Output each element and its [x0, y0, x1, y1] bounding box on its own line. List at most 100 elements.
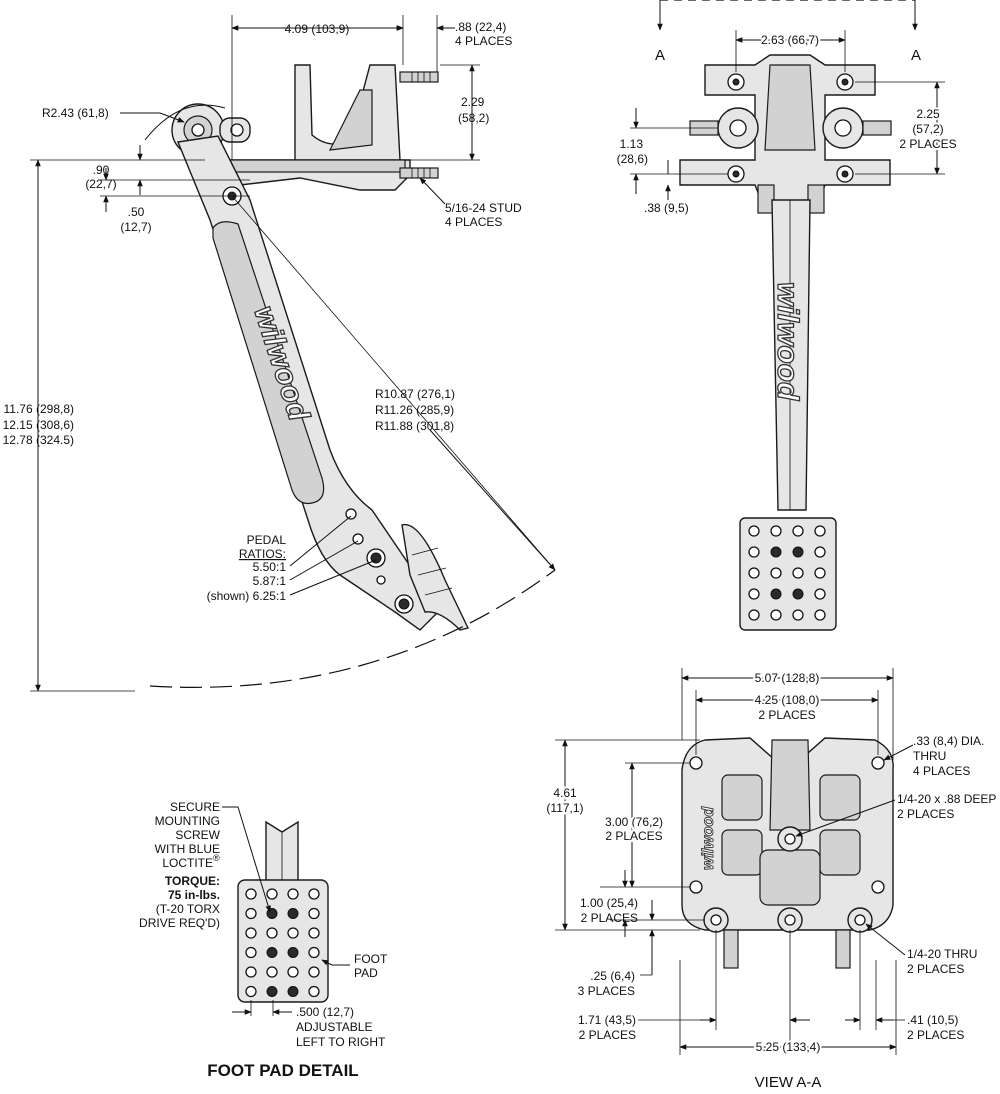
ratio-5-87: 5.87:1 — [253, 574, 287, 588]
front-pad-hole — [770, 609, 782, 621]
dim-height-2-29: 2.29 — [461, 95, 485, 109]
note-registered: ® — [213, 853, 220, 863]
front-pad-hole — [748, 546, 760, 558]
front-dimensions: 2.63 (66,7) 2.25 (57,2) 2 PLACES 1.13 (2… — [617, 30, 959, 215]
dim-height-2-29-mm: (58,2) — [458, 111, 489, 125]
thru-1: 1/4-20 THRU — [907, 947, 977, 961]
dim-offset-50-mm: (12,7) — [120, 220, 151, 234]
dim-arc-3: R11.88 (301,8) — [375, 419, 454, 433]
dim-left-1-13: 1.13 — [620, 137, 644, 151]
wilwood-logo-aa: wilwood — [700, 806, 717, 870]
dim-100: 1.00 (25,4) — [580, 896, 638, 910]
detail-pad-hole — [287, 888, 299, 900]
note-with-blue: WITH BLUE — [155, 842, 220, 856]
dim-vert-2-25-mm: (57,2) — [912, 122, 943, 136]
dim-radius-top: R2.43 (61,8) — [42, 106, 109, 120]
dim-bottom-width: 5.25 (133,4) — [756, 1040, 821, 1054]
adj-label-2: LEFT TO RIGHT — [296, 1035, 386, 1049]
section-marker: A A — [655, 0, 921, 64]
front-pad-hole — [792, 588, 804, 600]
ratio-6-25: (shown) 6.25:1 — [207, 589, 287, 603]
tap-2: 2 PLACES — [897, 807, 954, 821]
foot-pad-detail: SECURE MOUNTING SCREW WITH BLUE LOCTITE … — [139, 800, 388, 1080]
front-view: A A wilwood — [617, 0, 959, 631]
dim-041-qty: 2 PLACES — [907, 1028, 964, 1042]
dim-bottom-offset: .38 (9,5) — [644, 201, 689, 215]
dim-offset-50: .50 — [128, 205, 145, 219]
detail-pad-hole — [266, 986, 278, 997]
ratio-title-1: PEDAL — [247, 533, 287, 547]
dim-stud-spacing: .88 (22,4) — [455, 20, 506, 34]
front-pad-holes — [748, 525, 826, 621]
torque-tool-2: DRIVE REQ'D) — [139, 916, 220, 930]
view-aa: wilwood 5.07 (128,8) 4.25 (108,0) 2 PLAC… — [544, 668, 996, 1091]
detail-pad-hole — [266, 947, 278, 958]
front-foot-pad — [739, 517, 837, 631]
dim-overall-width: 5.07 (128,8) — [755, 671, 820, 685]
detail-pad-hole — [266, 966, 278, 978]
detail-pad-hole — [308, 907, 320, 920]
front-pad-hole — [748, 588, 760, 600]
dim-171-qty: 2 PLACES — [579, 1028, 636, 1042]
dim-100-qty: 2 PLACES — [581, 911, 638, 925]
stud-qty: 4 PLACES — [445, 215, 502, 229]
hole-dia-3: 4 PLACES — [913, 764, 970, 778]
detail-pad-hole — [287, 947, 299, 958]
detail-pad-hole — [266, 927, 278, 939]
detail-pad-hole — [287, 966, 299, 978]
front-pad-hole — [814, 546, 826, 558]
front-pad-hole — [770, 546, 782, 558]
adj-label-1: ADJUSTABLE — [296, 1020, 372, 1034]
dim-arc-1: R10.87 (276,1) — [375, 387, 455, 401]
front-pad-hole — [814, 609, 826, 621]
section-mark-left: A — [655, 47, 665, 64]
dim-length-2: 12.15 (308,6) — [3, 418, 74, 432]
dim-width-4-09: 4.09 (103,9) — [285, 22, 350, 36]
detail-pad-hole — [308, 888, 320, 900]
note-screw: SCREW — [175, 828, 220, 842]
dim-left-1-13-mm: (28,6) — [617, 152, 648, 166]
detail-pad-hole — [245, 907, 257, 920]
ratio-title-2: RATIOS: — [239, 547, 286, 561]
detail-pad-hole — [287, 908, 299, 919]
detail-pad-hole — [308, 985, 320, 998]
front-pad-hole — [748, 609, 760, 621]
section-mark-right: A — [911, 47, 921, 64]
note-mounting: MOUNTING — [155, 814, 220, 828]
note-loctite: LOCTITE — [162, 856, 213, 870]
detail-pad-hole — [245, 927, 257, 939]
dim-center-spacing: 2.63 (66,7) — [761, 33, 819, 47]
front-pad-hole — [814, 525, 826, 537]
front-pad-hole — [748, 525, 760, 537]
mounting-bracket — [209, 64, 439, 191]
dim-171: 1.71 (43,5) — [578, 1013, 636, 1027]
front-pad-hole — [770, 567, 782, 579]
note-secure: SECURE — [170, 800, 220, 814]
side-dimensions: 4.09 (103,9) .88 (22,4) 4 PLACES 2.29 (5… — [3, 15, 556, 692]
detail-pad-hole — [245, 985, 257, 998]
front-pad-hole — [792, 567, 804, 579]
adj-dim: .500 (12,7) — [296, 1005, 354, 1019]
dim-300: 3.00 (76,2) — [605, 815, 663, 829]
front-pad-hole — [792, 525, 804, 537]
detail-pad-hole — [287, 927, 299, 939]
detail-pad-hole — [308, 966, 320, 978]
dim-height-4-61: 4.61 — [553, 786, 577, 800]
dim-hole-spacing-qty: 2 PLACES — [758, 708, 815, 722]
front-pad-hole — [770, 525, 782, 537]
front-pad-hole — [792, 546, 804, 558]
tap-1: 1/4-20 x .88 DEEP — [897, 792, 996, 806]
dim-length-1: 11.76 (298,8) — [4, 402, 75, 416]
dim-arc-2: R11.26 (285,9) — [375, 403, 454, 417]
detail-pad-hole — [245, 888, 257, 900]
dim-offset-90-mm: (22,7) — [85, 177, 116, 191]
front-pad-hole — [814, 588, 826, 600]
detail-pad-hole — [308, 946, 320, 959]
side-view: wilwood 4.09 (103,9) .88 (22,4) 4 PLACES… — [3, 15, 556, 692]
front-pad-hole — [770, 588, 782, 600]
detail-pad-hole — [308, 927, 320, 939]
front-pad-hole — [814, 567, 826, 579]
dim-hole-spacing: 4.25 (108,0) — [755, 693, 820, 707]
torque-tool: (T-20 TORX — [156, 902, 220, 916]
